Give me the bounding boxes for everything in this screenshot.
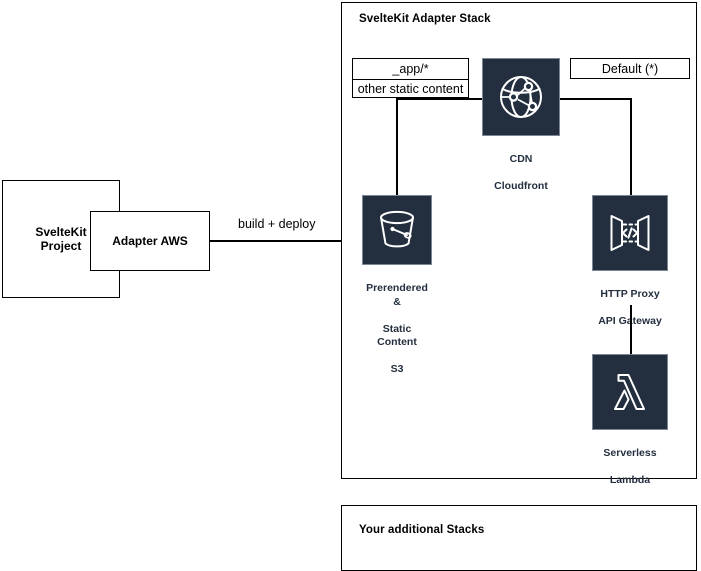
default-route-primary: Default (*) (601, 61, 659, 76)
s3-caption-line2: Static Content (377, 322, 417, 349)
s3-bucket-icon (362, 195, 432, 265)
service-node-s3: Prerendered & Static Content S3 (362, 195, 432, 377)
static-route-box: _app/* other static content (352, 58, 469, 98)
lambda-caption-line1: Serverless (603, 447, 657, 460)
cdn-to-s3-edge-vertical (396, 98, 398, 195)
sveltekit-project-label: SvelteKit Project (35, 224, 87, 253)
lambda-caption-line2: Lambda (609, 474, 651, 487)
service-caption-apigw: HTTP Proxy API Gateway (592, 275, 668, 329)
cloudfront-globe-icon (482, 58, 560, 136)
additional-stack-title: Your additional Stacks (359, 524, 485, 536)
apigw-caption-line1: HTTP Proxy (600, 288, 660, 301)
service-node-apigw: HTTP Proxy API Gateway (592, 195, 668, 329)
build-deploy-label: build + deploy (238, 217, 316, 231)
lambda-icon (592, 354, 668, 430)
build-deploy-edge (210, 240, 341, 242)
adapter-stack-title: SvelteKit Adapter Stack (359, 13, 491, 25)
adapter-aws-label: Adapter AWS (112, 233, 188, 248)
default-route-box: Default (*) (570, 58, 690, 79)
static-route-to-cdn-edge (396, 98, 482, 100)
s3-caption-line1: Prerendered & (366, 282, 428, 308)
api-gateway-icon (592, 195, 668, 271)
s3-caption-line3: S3 (390, 363, 404, 376)
service-node-cdn: CDN Cloudfront (482, 58, 560, 194)
service-caption-cdn: CDN Cloudfront (482, 140, 560, 194)
static-route-secondary: other static content (353, 79, 468, 98)
default-route-to-cdn-edge (560, 98, 631, 100)
sveltekit-project-box: SvelteKit Project (2, 180, 120, 298)
apigw-to-lambda-edge (630, 305, 632, 354)
cdn-to-apigw-edge-vertical (630, 98, 632, 195)
service-node-lambda: Serverless Lambda (592, 354, 668, 488)
static-route-primary: _app/* (392, 62, 429, 76)
cdn-caption-line1: CDN (509, 153, 533, 166)
service-caption-s3: Prerendered & Static Content S3 (362, 269, 432, 377)
additional-stack-container (341, 505, 697, 571)
cdn-caption-line2: Cloudfront (494, 180, 548, 193)
service-caption-lambda: Serverless Lambda (592, 434, 668, 488)
adapter-aws-box: Adapter AWS (90, 211, 210, 271)
apigw-caption-line2: API Gateway (598, 315, 662, 328)
